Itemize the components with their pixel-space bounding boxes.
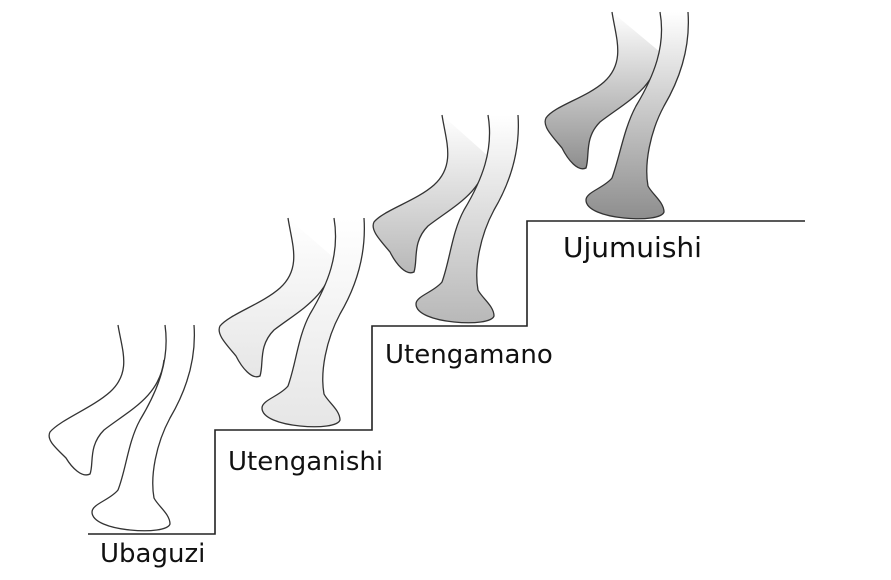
legs-step-ujumuishi [544, 11, 689, 220]
step-label-utenganishi: Utenganishi [228, 447, 384, 477]
step-label-utengamano: Utengamano [385, 340, 553, 370]
legs-step-ubaguzi [48, 324, 196, 532]
step-label-ubaguzi: Ubaguzi [100, 539, 206, 569]
step-label-ujumuishi: Ujumuishi [563, 231, 702, 264]
legs-step-utengamano [372, 114, 519, 324]
staircase-outline [88, 220, 805, 535]
legs-step-utenganishi [218, 217, 365, 428]
